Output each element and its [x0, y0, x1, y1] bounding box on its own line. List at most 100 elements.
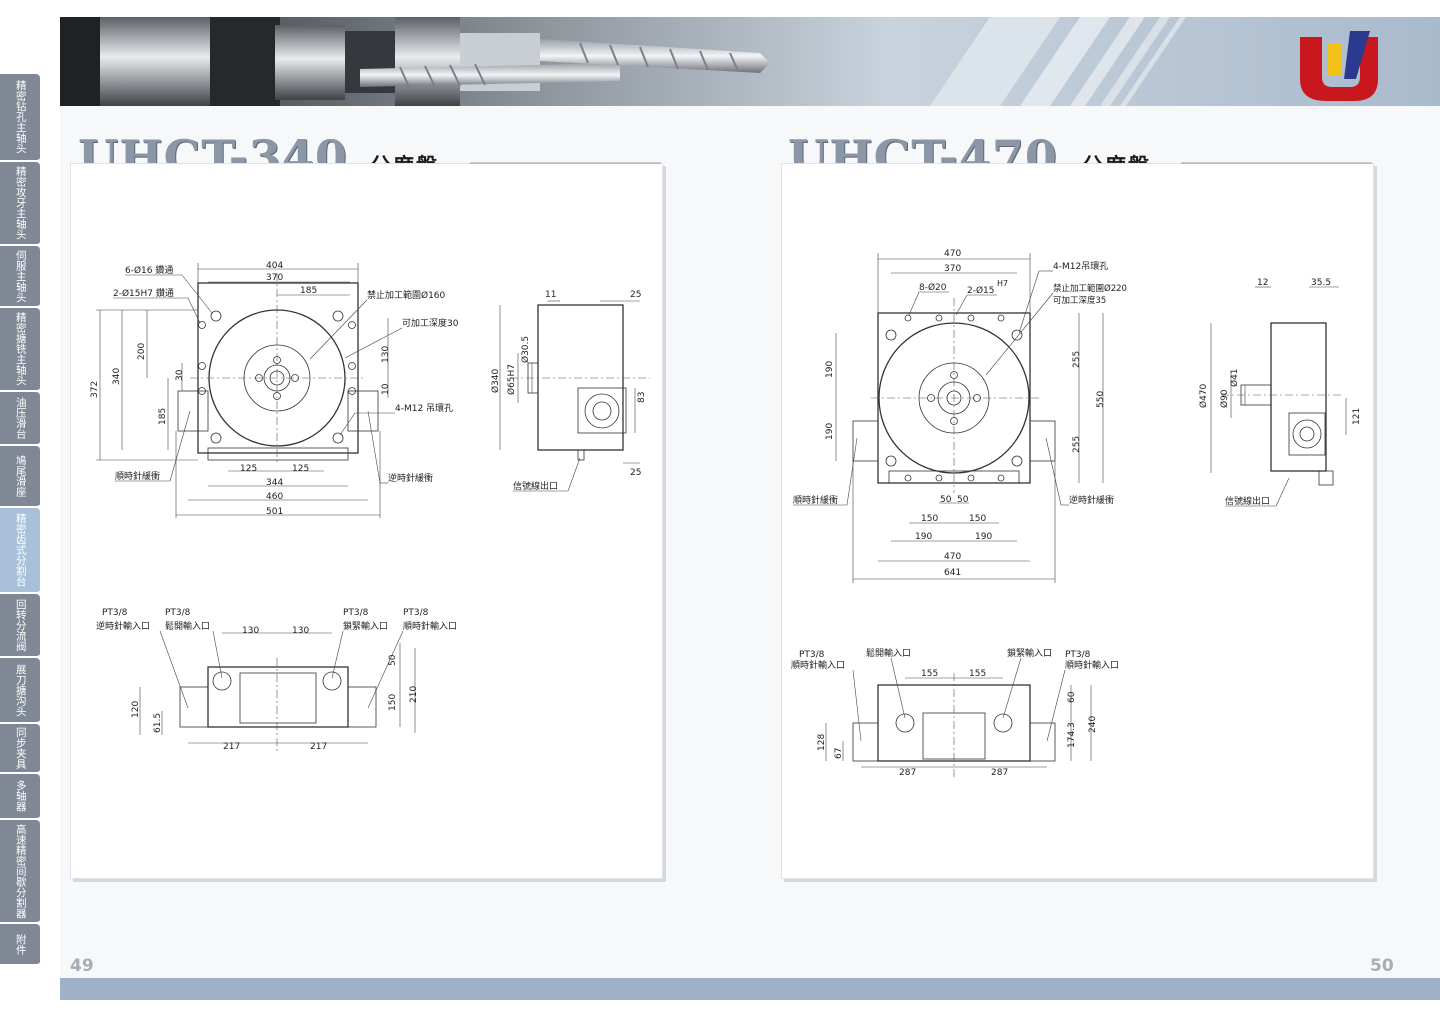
svg-text:287: 287 [991, 768, 1008, 778]
svg-text:逆時針緩衝: 逆時針緩衝 [388, 472, 433, 484]
svg-text:190: 190 [915, 532, 932, 542]
svg-text:125: 125 [240, 464, 257, 474]
tab-boring-milling-head[interactable]: 精密搪铣主轴头 [0, 308, 40, 392]
tab-precision-drilling-head[interactable]: 精密钻孔主轴头 [0, 74, 40, 162]
page-number-left: 49 [70, 956, 94, 976]
svg-text:50: 50 [957, 495, 969, 505]
svg-text:鬆開輸入口: 鬆開輸入口 [866, 647, 911, 659]
svg-text:120: 120 [131, 701, 141, 718]
uhct-470-front-view: 155 155 287 287 128 67 60 174.3 240 PT3/… [791, 647, 1119, 778]
svg-text:2-Ø15H7 鑽通: 2-Ø15H7 鑽通 [113, 287, 174, 299]
svg-text:PT3/8: PT3/8 [403, 608, 429, 618]
svg-text:190: 190 [825, 423, 835, 440]
svg-text:可加工深度35: 可加工深度35 [1053, 295, 1106, 306]
tab-grooving-head[interactable]: 展刀搪沟头 [0, 658, 40, 724]
tab-indexing-table[interactable]: 精密齿式分割台 [0, 508, 40, 594]
svg-text:210: 210 [409, 686, 419, 703]
svg-text:255: 255 [1072, 436, 1082, 453]
svg-text:PT3/8: PT3/8 [165, 608, 191, 618]
drill-photo-banner [60, 17, 1440, 106]
svg-text:順時針輸入口: 順時針輸入口 [403, 620, 457, 632]
svg-text:順時針輸入口: 順時針輸入口 [791, 659, 845, 671]
svg-text:H7: H7 [997, 279, 1008, 288]
svg-text:Ø90: Ø90 [1219, 389, 1230, 408]
svg-text:128: 128 [817, 734, 827, 751]
svg-text:4-M12 吊環孔: 4-M12 吊環孔 [395, 403, 453, 414]
svg-text:641: 641 [944, 568, 961, 578]
svg-text:372: 372 [90, 381, 100, 398]
svg-text:PT3/8: PT3/8 [799, 650, 825, 660]
footer-bar [60, 978, 1440, 1000]
svg-text:255: 255 [1072, 351, 1082, 368]
svg-text:287: 287 [899, 768, 916, 778]
uhct-470-top-view: 470 370 8-Ø20 2-Ø15 H7 4-M12吊環孔 禁止加工範圍Ø2… [793, 249, 1127, 583]
svg-text:12: 12 [1257, 278, 1268, 288]
svg-text:60: 60 [1067, 691, 1077, 703]
svg-text:470: 470 [944, 552, 961, 562]
tab-intermittent-divider[interactable]: 高速精密间歇分割器 [0, 820, 40, 924]
uhct-340-drawings: 404 370 185 372 340 200 185 30 130 10 12… [90, 162, 661, 753]
svg-text:174.3: 174.3 [1067, 722, 1077, 748]
svg-text:550: 550 [1096, 391, 1106, 408]
svg-text:200: 200 [137, 343, 147, 360]
svg-text:順時針緩衝: 順時針緩衝 [793, 494, 838, 506]
uhct-470-drawings: 470 370 8-Ø20 2-Ø15 H7 4-M12吊環孔 禁止加工範圍Ø2… [791, 162, 1372, 778]
svg-text:PT3/8: PT3/8 [1065, 650, 1091, 660]
tab-multi-spindle[interactable]: 多轴器 [0, 774, 40, 820]
svg-text:Ø30.5: Ø30.5 [520, 336, 531, 363]
svg-text:185: 185 [300, 286, 317, 296]
page-number-right: 50 [1370, 956, 1394, 976]
svg-text:460: 460 [266, 492, 283, 502]
uhct-340-top-view: 404 370 185 372 340 200 185 30 130 10 12… [90, 261, 459, 518]
drawing-panel-right [781, 163, 1374, 879]
svg-text:150: 150 [388, 694, 398, 711]
svg-text:鬆開輸入口: 鬆開輸入口 [165, 620, 210, 632]
svg-text:470: 470 [944, 249, 961, 259]
tab-servo-spindle-head[interactable]: 伺服主轴头 [0, 246, 40, 308]
svg-text:155: 155 [969, 669, 986, 679]
svg-text:PT3/8: PT3/8 [102, 608, 128, 618]
svg-text:130: 130 [381, 346, 391, 363]
tab-rotary-valve[interactable]: 回转分流阀 [0, 594, 40, 658]
svg-text:可加工深度30: 可加工深度30 [402, 317, 459, 329]
svg-text:逆時針輸入口: 逆時針輸入口 [96, 620, 150, 632]
svg-text:370: 370 [266, 273, 283, 283]
uhct-340-front-view: 130 130 217 217 120 61.5 150 210 50 PT3/… [96, 608, 457, 753]
svg-text:240: 240 [1088, 716, 1098, 733]
svg-text:190: 190 [975, 532, 992, 542]
svg-text:67: 67 [834, 748, 844, 759]
tab-dovetail-slide[interactable]: 鳩尾滑座 [0, 446, 40, 508]
svg-text:11: 11 [545, 290, 556, 300]
tab-accessories[interactable]: 附件 [0, 924, 40, 966]
svg-text:信號線出口: 信號線出口 [1225, 495, 1270, 507]
svg-text:Ø65H7: Ø65H7 [506, 364, 517, 395]
svg-text:217: 217 [310, 742, 327, 752]
svg-text:130: 130 [242, 626, 259, 636]
svg-text:344: 344 [266, 478, 283, 488]
svg-text:404: 404 [266, 261, 283, 271]
uhct-470-side-view: Ø470 Ø90 Ø41 12 35.5 121 信號線出口 [1198, 278, 1362, 507]
svg-text:61.5: 61.5 [153, 713, 163, 733]
svg-text:2-Ø15: 2-Ø15 [967, 285, 995, 296]
svg-text:340: 340 [112, 368, 122, 385]
svg-text:35.5: 35.5 [1311, 278, 1331, 288]
svg-text:50: 50 [940, 495, 952, 505]
svg-text:鎖緊輸入口: 鎖緊輸入口 [343, 620, 388, 632]
svg-text:鎖緊輸入口: 鎖緊輸入口 [1007, 647, 1052, 659]
tab-sync-fixture[interactable]: 同步夹具 [0, 724, 40, 774]
svg-text:25: 25 [630, 290, 641, 300]
company-logo [1300, 31, 1378, 101]
svg-text:121: 121 [1352, 408, 1362, 425]
svg-text:順時針輸入口: 順時針輸入口 [1065, 659, 1119, 671]
tab-precision-tapping-head[interactable]: 精密攻牙主轴头 [0, 162, 40, 246]
tab-hydraulic-slide[interactable]: 油压滑台 [0, 392, 40, 446]
svg-text:禁止加工範圍Ø220: 禁止加工範圍Ø220 [1053, 283, 1127, 294]
header-banner [60, 17, 1440, 106]
svg-text:信號線出口: 信號線出口 [513, 480, 558, 492]
svg-text:130: 130 [292, 626, 309, 636]
uhct-340-side-view: Ø340 Ø65H7 Ø30.5 11 25 83 25 信號線出口 [490, 290, 650, 492]
svg-text:Ø470: Ø470 [1198, 383, 1209, 408]
svg-text:217: 217 [223, 742, 240, 752]
svg-text:順時針緩衝: 順時針緩衝 [115, 470, 160, 482]
svg-text:8-Ø20: 8-Ø20 [919, 282, 947, 293]
